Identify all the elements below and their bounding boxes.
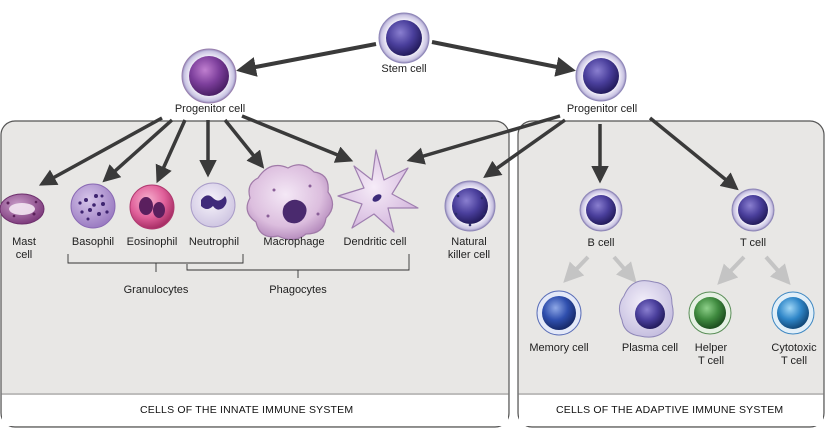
adaptive-panel xyxy=(517,120,825,428)
adaptive-system-caption: CELLS OF THE ADAPTIVE IMMUNE SYSTEM xyxy=(556,404,784,416)
arrow-b-to-memory xyxy=(563,255,590,283)
macrophage-icon xyxy=(246,164,334,241)
right-progenitor-cell-icon xyxy=(575,50,627,102)
arrow-to-dendritic-left xyxy=(241,114,354,163)
arrow-to-macrophage xyxy=(223,118,265,169)
basophil-icon xyxy=(70,183,116,229)
stem-cell-icon xyxy=(378,12,430,64)
plasma-cell-icon xyxy=(618,280,674,338)
cytotoxic-t-cell-label-line-1: Cytotoxic xyxy=(771,342,817,354)
stem-cell-label: Stem cell xyxy=(381,63,427,75)
left-progenitor-cell-icon xyxy=(181,48,237,104)
helper-t-cell-icon xyxy=(688,291,732,335)
t-cell-icon xyxy=(731,188,775,232)
arrow-b-to-plasma xyxy=(612,255,637,284)
dendritic-cell-label: Dendritic cell xyxy=(343,236,407,248)
arrow-to-mast xyxy=(38,116,163,186)
left-progenitor-label: Progenitor cell xyxy=(174,103,246,115)
t-cell-label: T cell xyxy=(739,237,767,249)
helper-t-cell-label-line-2: T cell xyxy=(697,355,725,367)
arrow-t-to-helper xyxy=(717,255,746,285)
basophil-label: Basophil xyxy=(71,236,115,248)
eosinophil-label: Eosinophil xyxy=(126,236,178,248)
dendritic-cell-icon xyxy=(337,149,419,233)
innate-panel xyxy=(0,120,510,428)
natural-killer-label-line-2: killer cell xyxy=(447,249,491,261)
innate-system-caption: CELLS OF THE INNATE IMMUNE SYSTEM xyxy=(140,404,354,416)
eosinophil-icon xyxy=(129,184,175,230)
natural-killer-cell-icon xyxy=(444,180,496,232)
phagocytes-label: Phagocytes xyxy=(269,284,327,296)
macrophage-label: Macrophage xyxy=(263,236,325,248)
arrow-to-basophil xyxy=(102,118,174,183)
arrow-to-t-cell xyxy=(648,116,739,191)
memory-cell-icon xyxy=(536,290,582,336)
arrow-stem-to-left-progenitor xyxy=(236,42,377,77)
arrow-to-dendritic-right xyxy=(406,114,561,165)
neutrophil-icon xyxy=(190,182,236,228)
granulocytes-label: Granulocytes xyxy=(123,284,189,296)
helper-t-cell-label-line-1: Helper xyxy=(694,342,728,354)
arrow-to-eosinophil xyxy=(155,119,187,184)
natural-killer-label-line-1: Natural xyxy=(451,236,487,248)
mast-cell-icon xyxy=(0,193,45,225)
right-progenitor-label: Progenitor cell xyxy=(566,103,638,115)
cytotoxic-t-cell-icon xyxy=(771,291,815,335)
granulocytes-bracket xyxy=(67,254,244,264)
arrow-stem-to-right-progenitor xyxy=(431,40,576,77)
mast-cell-label-line-2: cell xyxy=(15,249,33,261)
b-cell-icon xyxy=(579,188,623,232)
neutrophil-label: Neutrophil xyxy=(188,236,240,248)
arrow-t-to-cytotoxic xyxy=(764,255,791,286)
memory-cell-label: Memory cell xyxy=(529,342,589,354)
mast-cell-label-line-1: Mast xyxy=(12,236,36,248)
b-cell-label: B cell xyxy=(587,237,615,249)
cytotoxic-t-cell-label-line-2: T cell xyxy=(780,355,808,367)
arrow-to-natural-killer xyxy=(483,118,567,179)
plasma-cell-label: Plasma cell xyxy=(621,342,679,354)
